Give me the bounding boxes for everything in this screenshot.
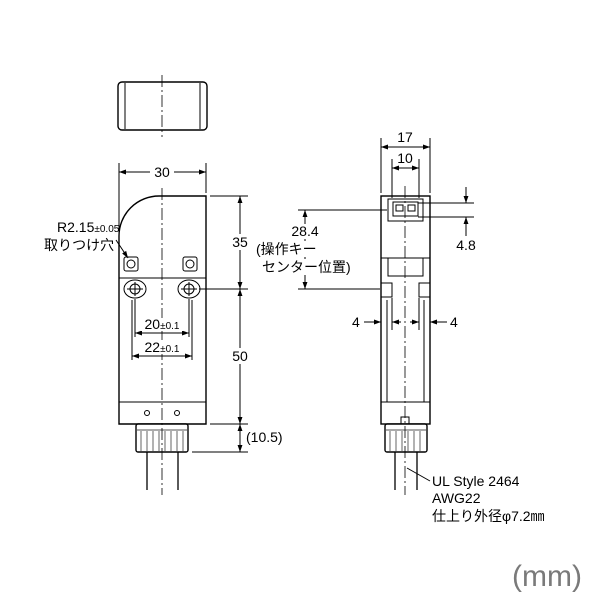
cable-note-line2: AWG22 — [432, 490, 481, 506]
side-cable — [394, 452, 418, 490]
side-dimensions: 17 10 28.4 (操作キー センター位置) 4.8 4 4 — [253, 129, 545, 524]
key-center-height-value: 28.4 — [291, 223, 318, 239]
front-view — [118, 188, 207, 495]
hole-pitch-outer-tolerance: ±0.1 — [160, 344, 180, 355]
hole-pitch-inner-label: 20±0.1 — [145, 316, 180, 332]
key-center-note-line2: センター位置) — [262, 259, 351, 275]
slot-width-left-value: 4 — [352, 314, 360, 330]
mounting-hole-right — [177, 279, 201, 299]
hole-pitch-inner-value: 20 — [145, 316, 161, 332]
side-body-outline — [380, 195, 431, 425]
hole-pitch-outer-value: 22 — [145, 339, 161, 355]
key-height-value: 4.8 — [456, 237, 476, 253]
operation-key — [387, 198, 424, 222]
hole-radius-tolerance: ±0.05 — [94, 224, 119, 235]
side-connector-nut — [384, 423, 428, 453]
key-center-note-line1: (操作キー — [256, 241, 317, 257]
front-cable — [146, 452, 179, 490]
top-view — [117, 75, 208, 137]
side-head-recess — [387, 258, 424, 277]
side-slot-right — [418, 282, 431, 298]
height-to-hole-value: 35 — [232, 234, 248, 250]
side-width-inner-value: 10 — [397, 150, 413, 166]
cable-note-leader — [406, 467, 431, 482]
unit-label: (mm) — [512, 560, 582, 593]
hole-radius-leader — [115, 239, 129, 259]
connector-length-value: (10.5) — [246, 429, 283, 445]
mounting-hole-label: 取りつけ穴 — [44, 237, 114, 253]
slot-width-right-value: 4 — [450, 314, 458, 330]
mounting-hole-left — [123, 279, 147, 299]
indicator-left — [144, 410, 150, 416]
mounting-hole-top-left — [123, 256, 139, 272]
side-view — [380, 186, 431, 495]
height-lower-value: 50 — [232, 348, 248, 364]
hole-radius-label: R2.15±0.05 — [57, 219, 120, 235]
mounting-hole-top-right — [182, 256, 198, 272]
top-view-outline — [117, 81, 208, 131]
front-dimensions: 30 35 50 (10.5) 20±0.1 22±0.1 R2.15±0.05… — [44, 163, 283, 453]
side-width-outer-value: 17 — [397, 129, 413, 145]
indicator-right — [174, 410, 180, 416]
side-slot-left — [380, 282, 393, 298]
hole-radius-value: R2.15 — [57, 219, 95, 235]
hole-pitch-inner-tolerance: ±0.1 — [160, 321, 180, 332]
cable-note-line1: UL Style 2464 — [432, 473, 520, 489]
width-dimension-value: 30 — [154, 164, 170, 180]
cable-note-line3: 仕上り外径φ7.2㎜ — [432, 508, 545, 524]
hole-pitch-outer-label: 22±0.1 — [145, 339, 180, 355]
